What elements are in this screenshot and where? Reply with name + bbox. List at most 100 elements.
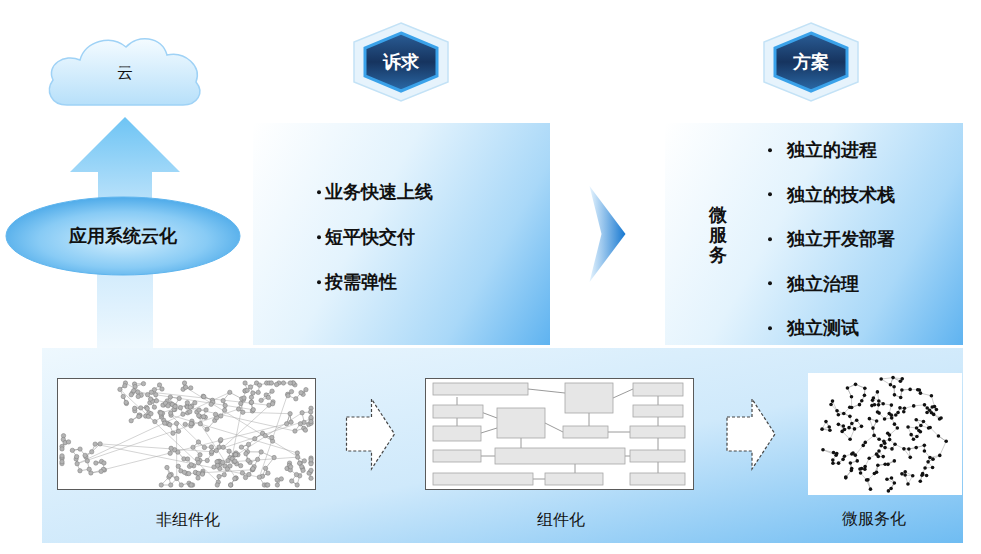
service-dot — [894, 413, 898, 417]
graph-dot — [78, 447, 82, 451]
graph-dot — [121, 394, 125, 398]
component-block — [630, 426, 685, 438]
graph-dot — [204, 408, 208, 412]
node-label: 非组件化 — [156, 510, 220, 529]
image-panel: 组件化 — [425, 378, 694, 490]
graph-dot — [228, 483, 232, 487]
service-dot — [931, 466, 935, 470]
graph-dot — [257, 475, 261, 479]
block-link — [575, 464, 576, 473]
block-link — [625, 456, 630, 457]
graph-dot — [240, 471, 244, 475]
graph-dot — [74, 454, 78, 458]
graph-dot — [229, 483, 233, 487]
graph-dot — [221, 445, 225, 449]
hexagon-core — [365, 33, 437, 91]
service-dot — [915, 435, 919, 439]
graph-dot — [300, 411, 304, 415]
component-block — [495, 448, 625, 464]
graph-dot — [295, 451, 299, 455]
graph-dot — [158, 410, 162, 414]
service-dot — [872, 396, 876, 400]
graph-dot — [243, 381, 247, 385]
graph-dot — [99, 469, 103, 473]
graph-dot — [202, 445, 206, 449]
chevron-arrow — [590, 186, 626, 282]
component-block — [633, 405, 683, 417]
graph-dot — [175, 476, 179, 480]
service-dot — [881, 455, 885, 459]
graph-link — [91, 424, 287, 473]
graph-dot — [149, 411, 153, 415]
graph-dot — [185, 401, 189, 405]
graph-link — [232, 391, 245, 458]
service-dot — [890, 476, 894, 480]
graph-dot — [173, 404, 177, 408]
graph-dot — [272, 455, 276, 459]
graph-dot — [266, 471, 270, 475]
service-dot — [850, 452, 854, 456]
service-dot — [909, 433, 913, 437]
graph-dot — [85, 459, 89, 463]
bullet-item: 独立开发部署 — [787, 228, 895, 250]
cloud-shape: 云 — [45, 33, 205, 107]
block-link — [658, 462, 659, 473]
graph-dot — [293, 429, 297, 433]
block-link — [658, 438, 659, 450]
image-ground — [57, 378, 316, 490]
graph-dot — [181, 412, 185, 416]
component-block — [565, 383, 613, 413]
graph-dot — [178, 406, 182, 410]
graph-dot — [256, 390, 260, 394]
service-dot — [928, 426, 932, 430]
hexagon-core — [775, 33, 847, 91]
graph-dot — [301, 468, 305, 472]
graph-dot — [295, 483, 299, 487]
service-dot — [867, 456, 871, 460]
service-dot — [919, 479, 923, 483]
graph-dot — [299, 390, 303, 394]
block-link — [457, 397, 458, 405]
block-link — [589, 413, 590, 426]
graph-dot — [118, 387, 122, 391]
service-dot — [900, 388, 904, 392]
service-dot — [918, 388, 922, 392]
graph-dot — [98, 442, 102, 446]
service-dot — [889, 383, 893, 387]
graph-dot — [70, 448, 74, 452]
graph-dot — [221, 398, 225, 402]
service-dot — [923, 403, 927, 407]
service-dot — [844, 475, 848, 479]
graph-dot — [193, 401, 197, 405]
solution-panel: 微服务独立的进程独立的技术栈独立开发部署独立治理独立测试 — [665, 123, 963, 345]
graph-dot — [136, 394, 140, 398]
graph-dot — [94, 461, 98, 465]
graph-dot — [219, 414, 223, 418]
graph-dot — [189, 421, 193, 425]
service-dot — [831, 461, 835, 465]
service-dot — [821, 448, 825, 452]
graph-dot — [219, 437, 223, 441]
graph-dot — [269, 381, 273, 385]
graph-dot — [259, 450, 263, 454]
graph-dot — [182, 470, 186, 474]
graph-dot — [274, 382, 278, 386]
service-dot — [931, 457, 935, 461]
graph-dot — [266, 483, 270, 487]
graph-dot — [168, 473, 172, 477]
service-dot — [841, 458, 845, 462]
graph-dot — [281, 381, 285, 385]
service-dot — [850, 395, 854, 399]
service-dot — [883, 417, 887, 421]
service-dot — [898, 406, 902, 410]
graph-dot — [129, 419, 133, 423]
graph-dot — [233, 453, 237, 457]
graph-link — [223, 457, 298, 462]
bullet-item: 独立的进程 — [787, 139, 877, 161]
service-dot — [876, 464, 880, 468]
component-block — [630, 473, 685, 485]
service-dot — [902, 447, 906, 451]
graph-dot — [246, 442, 250, 446]
image-panel: 非组件化 — [57, 378, 316, 490]
service-dot — [827, 425, 831, 429]
